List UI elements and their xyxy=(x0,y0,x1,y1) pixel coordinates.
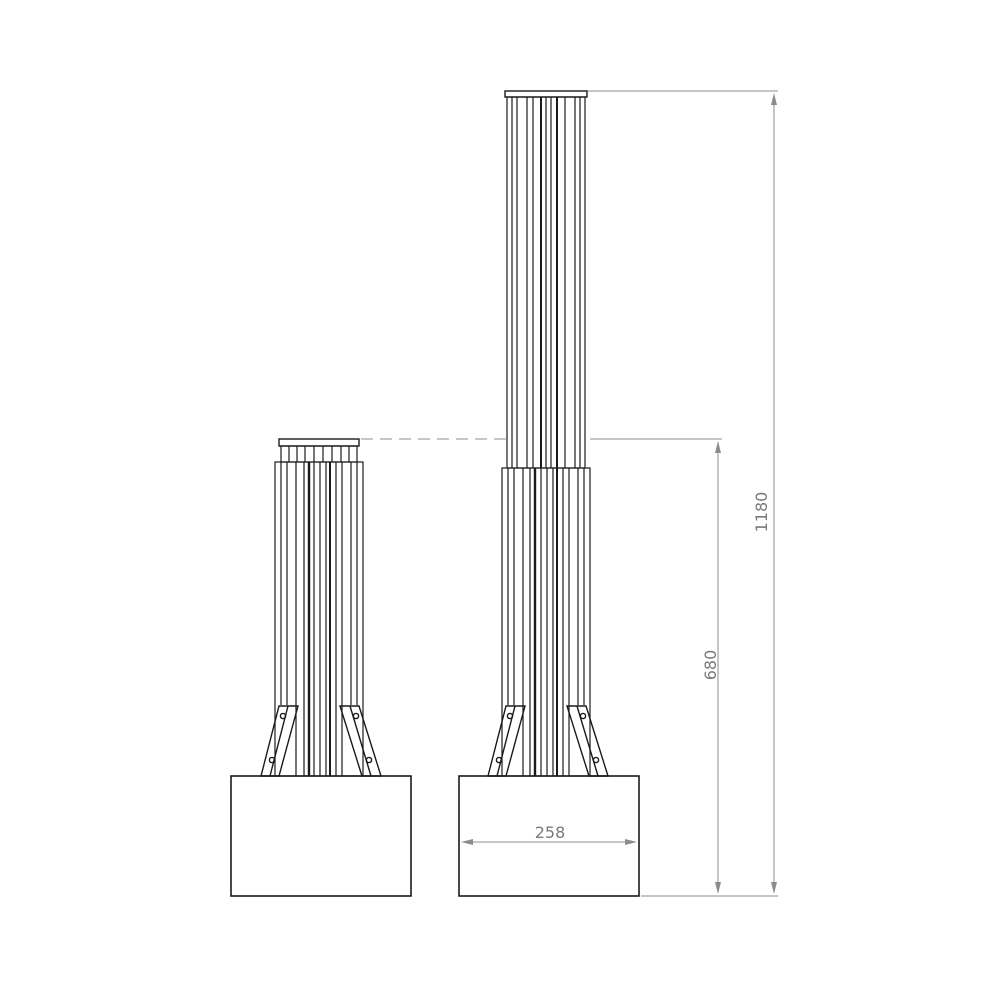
retracted-cap xyxy=(278,438,360,447)
bolt-hole xyxy=(268,756,276,764)
width-258-label: 258 xyxy=(535,823,566,842)
extended-inner-tube xyxy=(506,96,586,469)
height-1180-label: 1180 xyxy=(752,492,771,533)
retracted-right-bracket xyxy=(339,705,382,777)
height-1180-dimension: 1180 xyxy=(752,93,777,894)
bolt-hole xyxy=(279,712,287,720)
extended-pole xyxy=(458,90,640,897)
height-680-label: 680 xyxy=(701,650,720,681)
bolt-hole xyxy=(495,756,503,764)
width-258-dimension: 258 xyxy=(461,823,637,845)
retracted-pole xyxy=(230,438,412,897)
height-680-dimension: 680 xyxy=(701,441,721,894)
retracted-sleeve xyxy=(274,461,364,777)
bolt-hole xyxy=(592,756,600,764)
bolt-hole xyxy=(579,712,587,720)
extended-sleeve xyxy=(501,467,591,777)
retracted-base xyxy=(230,775,412,897)
bolt-hole xyxy=(365,756,373,764)
retracted-top-collar xyxy=(280,445,358,463)
extended-cap xyxy=(504,90,588,98)
extended-right-bracket xyxy=(566,705,609,777)
bolt-hole xyxy=(506,712,514,720)
bolt-hole xyxy=(352,712,360,720)
retracted-left-bracket xyxy=(260,705,299,777)
extended-left-bracket xyxy=(487,705,526,777)
